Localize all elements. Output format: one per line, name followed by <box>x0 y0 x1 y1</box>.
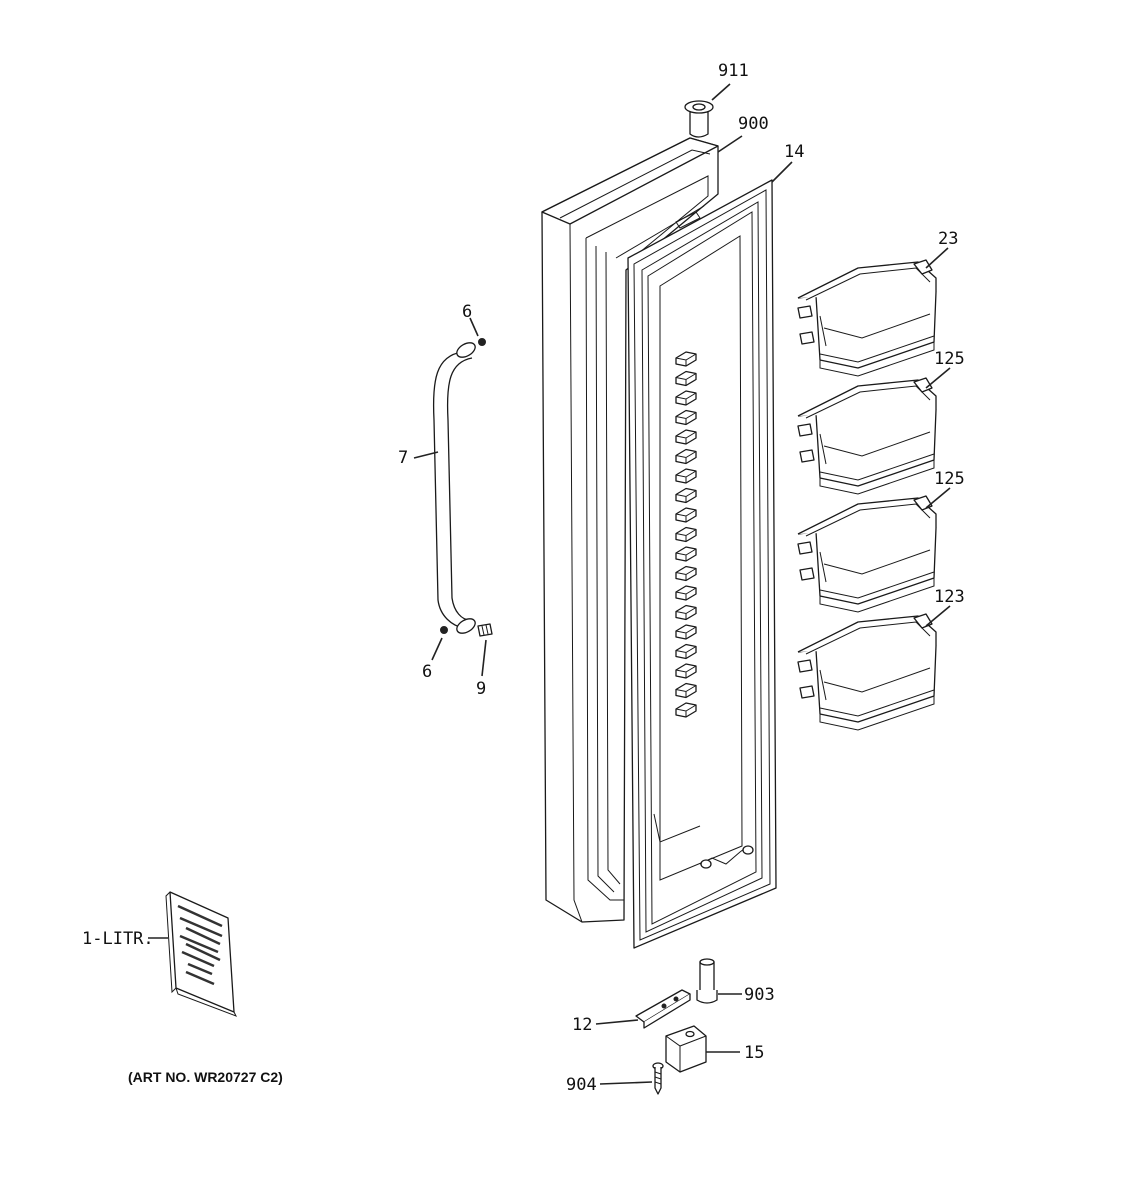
part-1-literature-booklet <box>165 891 238 1017</box>
part-23-door-bin <box>797 259 937 377</box>
callout-12: 12 <box>572 1015 592 1035</box>
callout-125-second: 125 <box>934 469 965 489</box>
part-6-screw-bottom <box>440 626 448 634</box>
part-903-hinge-pin <box>696 958 718 1004</box>
door-liner-clip <box>675 682 697 699</box>
art-number: (ART NO. WR20727 C2) <box>128 1069 283 1085</box>
door-liner-clip <box>675 624 697 640</box>
callout-23: 23 <box>938 229 958 249</box>
callout-123: 123 <box>934 587 965 607</box>
door-liner-clip <box>675 702 697 718</box>
door-liner-clip <box>675 663 697 679</box>
callout-14: 14 <box>784 142 804 162</box>
callout-6-top: 6 <box>462 302 472 322</box>
door-liner-clip <box>675 390 697 406</box>
part-12-hinge-plate <box>635 989 691 1029</box>
part-6-screw-top <box>478 338 486 346</box>
door-liner-clip <box>675 546 697 562</box>
door-liner-clip <box>675 370 697 387</box>
leader-lines <box>148 83 951 1085</box>
door-liner-clip <box>675 409 697 426</box>
door-liner-clip <box>675 468 697 484</box>
part-7-handle <box>432 342 476 634</box>
door-liner-clip <box>675 604 697 621</box>
door-shelf-clips <box>675 351 697 718</box>
door-liner-clip <box>675 448 697 465</box>
part-15-bottom-hinge <box>665 1025 707 1073</box>
part-14-gasket <box>627 179 777 949</box>
part-904-screw <box>652 1062 664 1095</box>
part-123-door-bin <box>797 613 937 731</box>
callout-911: 911 <box>718 61 749 81</box>
callout-9: 9 <box>476 679 486 699</box>
door-liner-clip <box>675 487 697 504</box>
door-liner-clip <box>675 565 697 582</box>
door-liner-clip <box>675 643 697 660</box>
callout-125: 125 <box>934 349 965 369</box>
door-liner-clip <box>675 585 697 601</box>
callout-15: 15 <box>744 1043 764 1063</box>
callout-903: 903 <box>744 985 775 1005</box>
door-liner-clip <box>675 507 697 523</box>
callout-1-litr: 1-LITR. <box>82 929 154 949</box>
door-liner-clip <box>675 429 697 445</box>
part-9-fastener <box>477 623 493 637</box>
callout-900: 900 <box>738 114 769 134</box>
part-911-cap <box>684 100 714 138</box>
callout-904: 904 <box>566 1075 597 1095</box>
callout-7: 7 <box>398 448 408 468</box>
part-125-door-bin-2 <box>797 495 937 613</box>
door-liner-clip <box>675 351 697 367</box>
part-900-door-shell <box>541 137 719 923</box>
callout-6-bottom: 6 <box>422 662 432 682</box>
door-liner-clip <box>675 526 697 543</box>
part-125-door-bin <box>797 377 937 495</box>
